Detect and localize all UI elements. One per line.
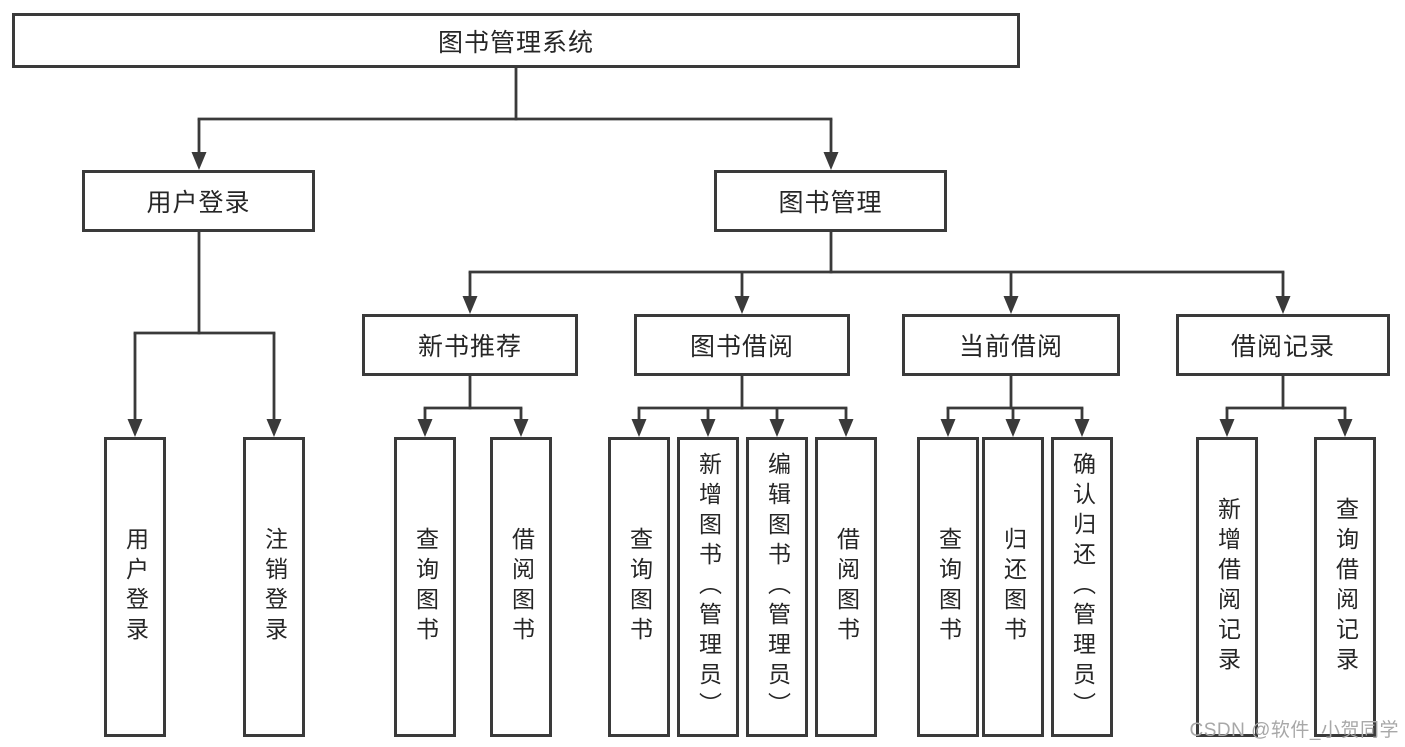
node-label: 新书推荐	[417, 333, 522, 361]
node-book-borrowing: 图书借阅	[634, 314, 850, 376]
leaf-add-books-admin: 新增图书（管理员）	[677, 437, 739, 737]
node-label: 用户登录	[122, 527, 149, 647]
node-borrow-records: 借阅记录	[1176, 314, 1390, 376]
node-label: 图书借阅	[689, 333, 794, 361]
leaf-return-books: 归还图书	[982, 437, 1044, 737]
node-label: 查询图书	[626, 527, 653, 647]
leaf-borrow-books-borrowing: 借阅图书	[815, 437, 877, 737]
node-label: 新增图书（管理员）	[695, 452, 722, 722]
leaf-logout-login: 注销登录	[243, 437, 305, 737]
node-label: 当前借阅	[958, 333, 1063, 361]
node-label: 查询图书	[412, 527, 439, 647]
node-library-system: 图书管理系统	[12, 13, 1020, 68]
node-label: 借阅记录	[1230, 333, 1335, 361]
node-label: 图书管理系统	[437, 28, 594, 57]
node-label: 注销登录	[261, 527, 288, 647]
leaf-query-books-recommend: 查询图书	[394, 437, 456, 737]
node-label: 查询图书	[935, 527, 962, 647]
csdn-watermark: CSDN @软件_小贺同学	[1189, 720, 1399, 741]
node-book-management: 图书管理	[714, 170, 947, 232]
leaf-borrow-books-recommend: 借阅图书	[490, 437, 552, 737]
leaf-add-borrow-record: 新增借阅记录	[1196, 437, 1258, 737]
node-label: 确认归还（管理员）	[1069, 452, 1096, 722]
leaf-user-login: 用户登录	[104, 437, 166, 737]
leaf-query-books-current: 查询图书	[917, 437, 979, 737]
node-label: 新增借阅记录	[1214, 497, 1241, 677]
node-label: 编辑图书（管理员）	[764, 452, 791, 722]
node-label: 用户登录	[146, 189, 251, 217]
node-current-borrowing: 当前借阅	[902, 314, 1120, 376]
node-label: 借阅图书	[508, 527, 535, 647]
leaf-query-borrow-record: 查询借阅记录	[1314, 437, 1376, 737]
node-label: 归还图书	[1000, 527, 1027, 647]
node-user-login: 用户登录	[82, 170, 315, 232]
node-label: 图书管理	[778, 189, 883, 217]
node-label: 借阅图书	[833, 527, 860, 647]
leaf-edit-books-admin: 编辑图书（管理员）	[746, 437, 808, 737]
node-new-book-recommend: 新书推荐	[362, 314, 578, 376]
leaf-query-books-borrowing: 查询图书	[608, 437, 670, 737]
leaf-confirm-return-admin: 确认归还（管理员）	[1051, 437, 1113, 737]
node-label: 查询借阅记录	[1332, 497, 1359, 677]
